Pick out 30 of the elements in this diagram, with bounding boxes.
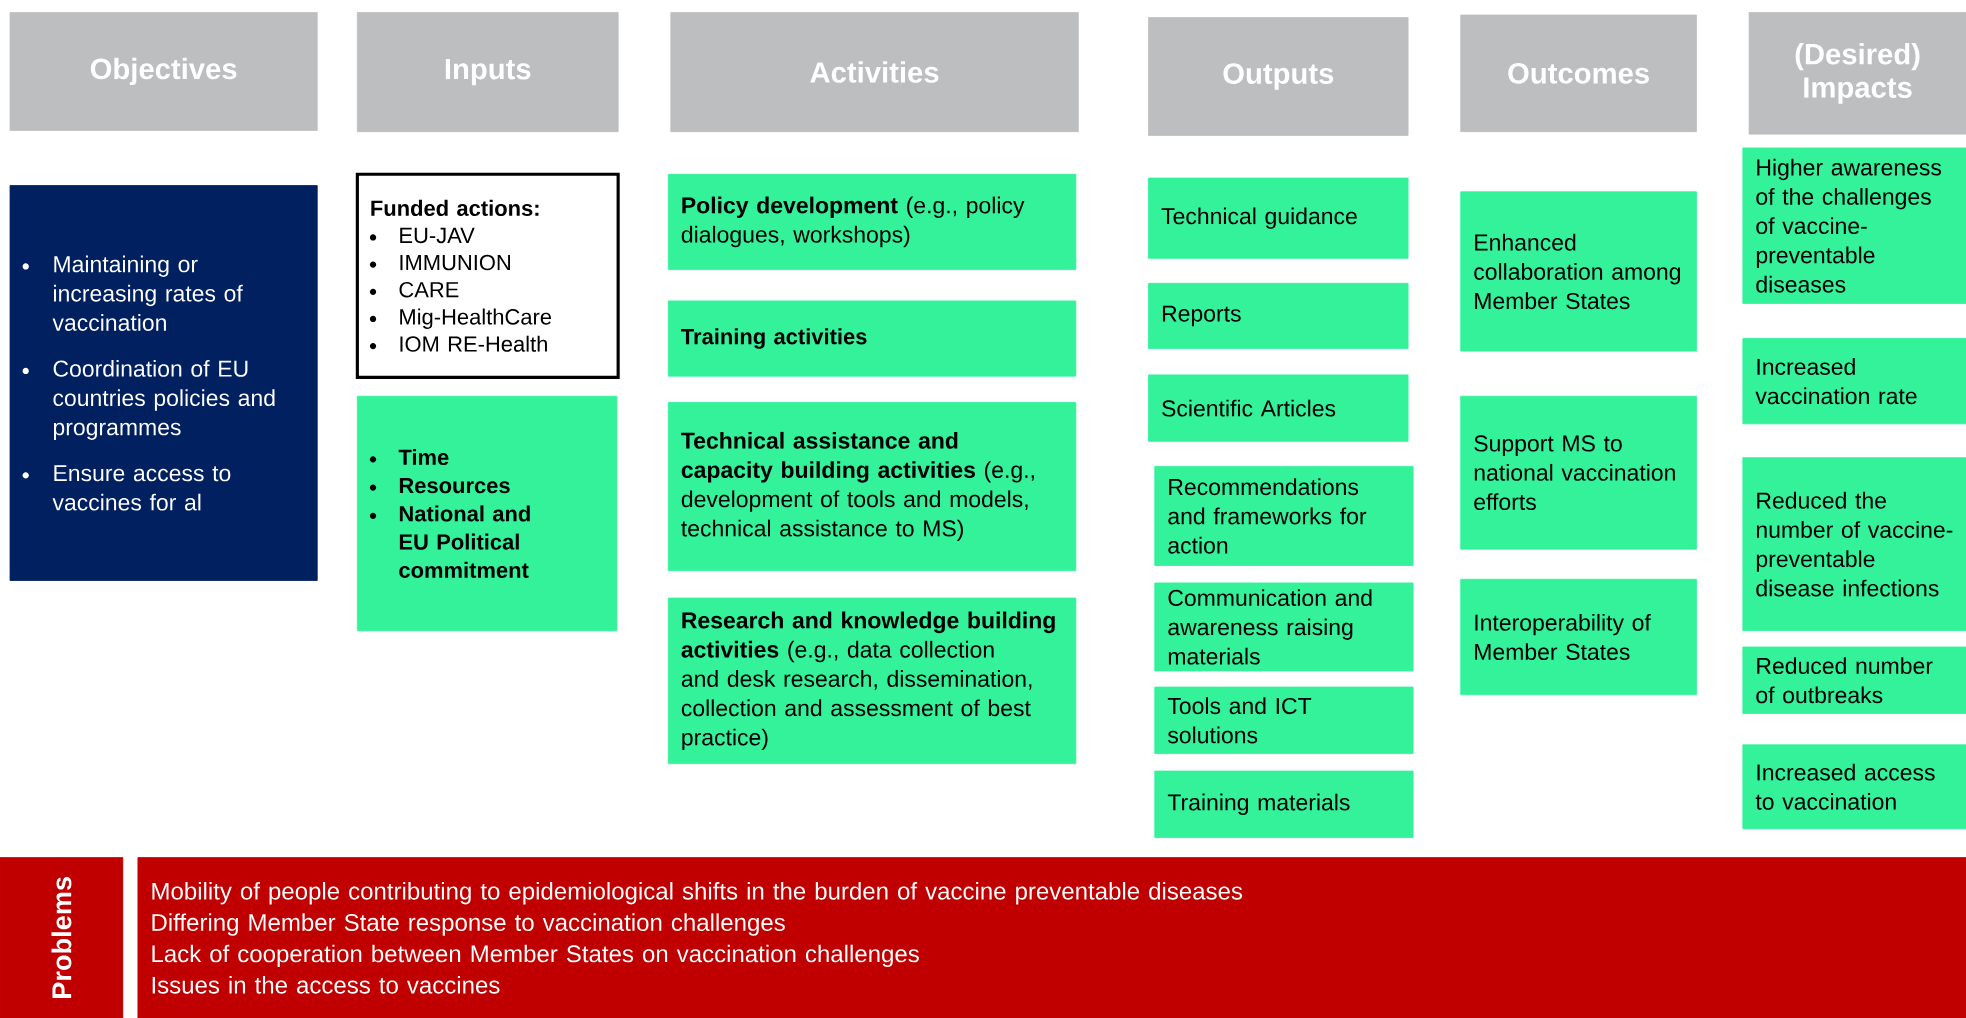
header-box: Outputs [1148,17,1409,136]
header-box: (Desired) Impacts [1748,12,1966,135]
text-box: Reduced number of outbreaks [1742,646,1966,714]
text-box: Interoperability of Member States [1460,578,1697,695]
text-box: Recommendations and frameworks for action [1154,465,1414,566]
header-box: Inputs [356,12,619,132]
text-box: Increased vaccination rate [1742,338,1966,425]
text-box: Communication and awareness raising materials [1154,582,1414,672]
text-box: Enhanced collaboration among Member States [1460,191,1697,352]
text-box: Support MS to national vaccination efforts [1460,395,1697,550]
text-box: Policy development (e.g., policy dialogues, workshops) [667,173,1077,270]
text-box: Higher awareness of the challenges of vaccine-preventable diseases [1742,147,1966,304]
text-box: Scientific Articles [1148,374,1409,442]
text-box: Technical assistance and capacity building activities (e.g., development of tools and models, technical assistance to MS) [667,402,1077,571]
problems-label: Problems [0,857,124,1018]
text-box: Reports [1148,282,1409,349]
header-box: Outcomes [1460,14,1697,132]
text-box: Research and knowledge building activities (e.g., data collection and desk research, dissemination, collection and assessment of best practice) [667,597,1077,764]
text-box: Training materials [1154,770,1414,838]
header-box: Activities [670,12,1079,132]
text-box: Technical guidance [1148,177,1409,259]
funded-actions-box: Funded actions: EU-JAV IMMUNION CARE Mig-HealthCare IOM RE-Health [355,172,620,379]
objectives-box: Maintaining or increasing rates of vaccination Coordination of EU countries policies and programmes Ensure access to vaccines for al [9,185,318,581]
problems-banner: Mobility of people contributing to epidemiological shifts in the burden of vaccine preventable diseases Differing Member State response to vaccination challenges Lack of cooperation between Member States on vaccination challenges Issues in the access to vaccines [137,857,1966,1018]
header-box: Objectives [9,12,318,131]
text-box: Reduced the number of vaccine-preventable disease infections [1742,457,1966,632]
text-box: Training activities [667,300,1077,377]
text-box: Increased access to vaccination [1742,744,1966,830]
inputs-box: Time Resources National and EU Political commitment [356,395,618,632]
text-box: Tools and ICT solutions [1154,686,1414,754]
